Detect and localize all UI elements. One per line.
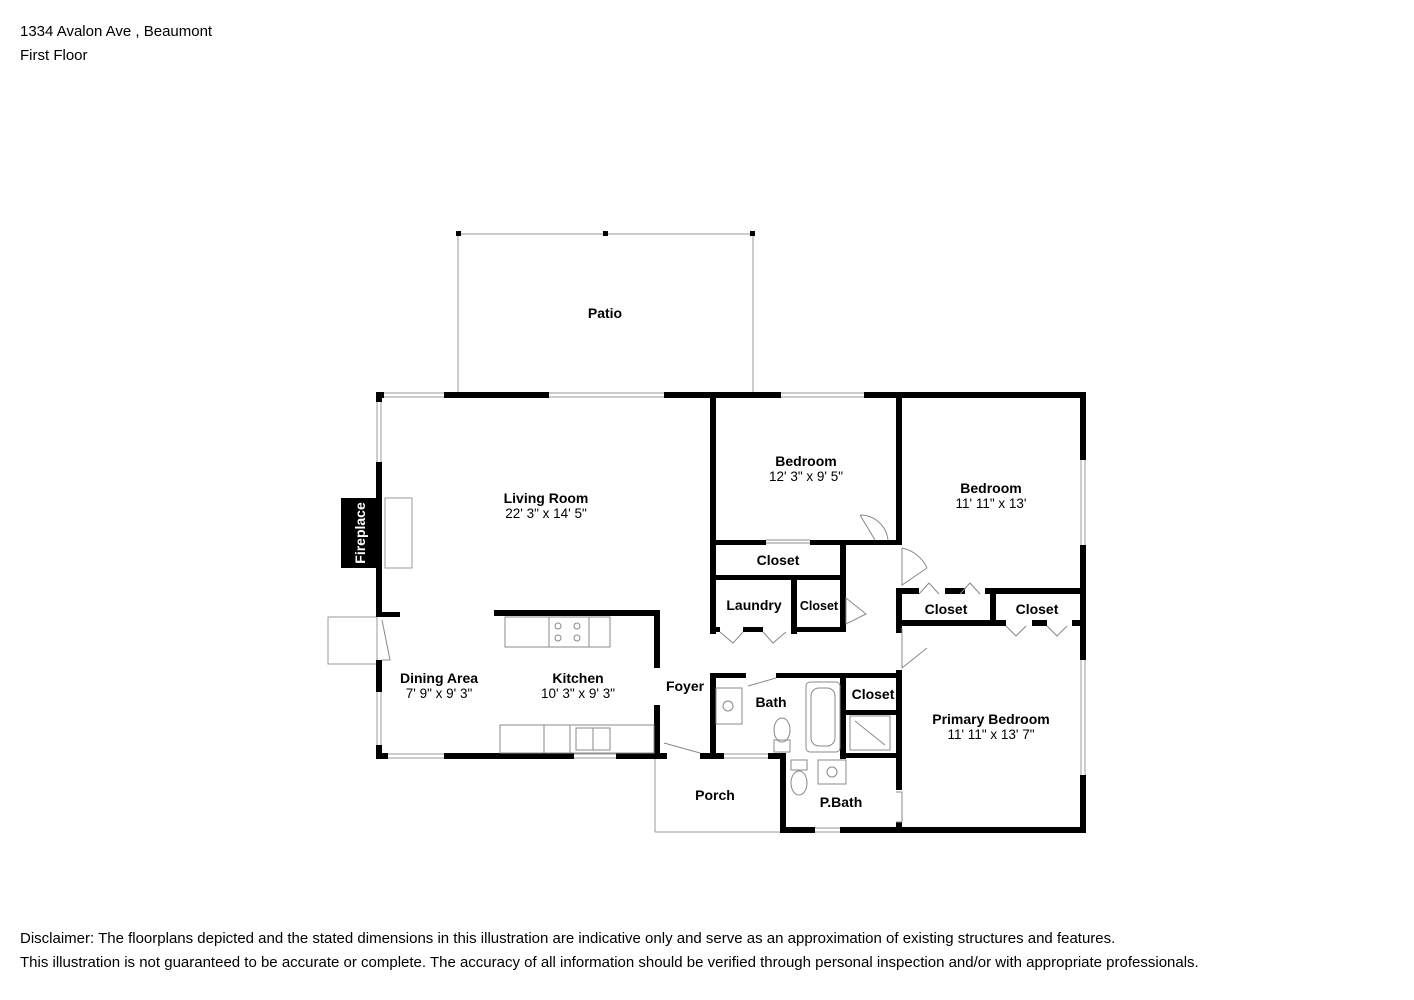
living-room-dims: 22' 3" x 14' 5" [505,506,587,521]
address-title: 1334 Avalon Ave , Beaumont [20,23,213,40]
door-swings [381,514,1068,823]
laundry-label: Laundry [726,597,781,613]
interior-walls [494,392,1086,833]
closet-primary-label: Closet [1016,601,1059,617]
patio-label: Patio [588,305,622,321]
closet-hall-label: Closet [852,686,895,702]
hearth [384,497,413,569]
living-room-label: Living Room [504,490,589,506]
kitchen-dims: 10' 3" x 9' 3" [541,686,615,701]
primary-bedroom-dims: 11' 11" x 13' 7" [947,727,1034,742]
dining-area-dims: 7' 9" x 9' 3" [406,686,473,701]
dining-area-label: Dining Area [400,670,478,686]
bedroom-2-label: Bedroom [960,480,1021,496]
closet-laundry-label: Closet [800,599,839,613]
bath-label: Bath [755,694,786,710]
bedroom-1-dims: 12' 3" x 9' 5" [769,469,843,484]
closet-bedroom-2-label: Closet [925,601,968,617]
porch-label: Porch [695,787,735,803]
bath-fixtures [715,681,891,796]
side-stoop [327,616,378,665]
exterior-walls [376,392,1086,833]
primary-bedroom-label: Primary Bedroom [932,711,1049,727]
floor-title: First Floor [20,47,88,64]
fireplace-label: Fireplace [352,502,368,564]
p-bath-label: P.Bath [820,794,863,810]
windows [376,392,1086,833]
foyer-label: Foyer [666,678,705,694]
disclaimer-line-2: This illustration is not guaranteed to b… [20,954,1199,971]
kitchen-counters [499,616,655,754]
kitchen-label: Kitchen [552,670,603,686]
bedroom-1-label: Bedroom [775,453,836,469]
porch-outline [654,757,780,833]
disclaimer-line-1: Disclaimer: The floorplans depicted and … [20,930,1116,947]
sliding-doors [766,539,810,544]
closet-bedroom-1-label: Closet [757,552,800,568]
fireplace-box [341,498,379,568]
bedroom-2-dims: 11' 11" x 13' [956,496,1027,511]
